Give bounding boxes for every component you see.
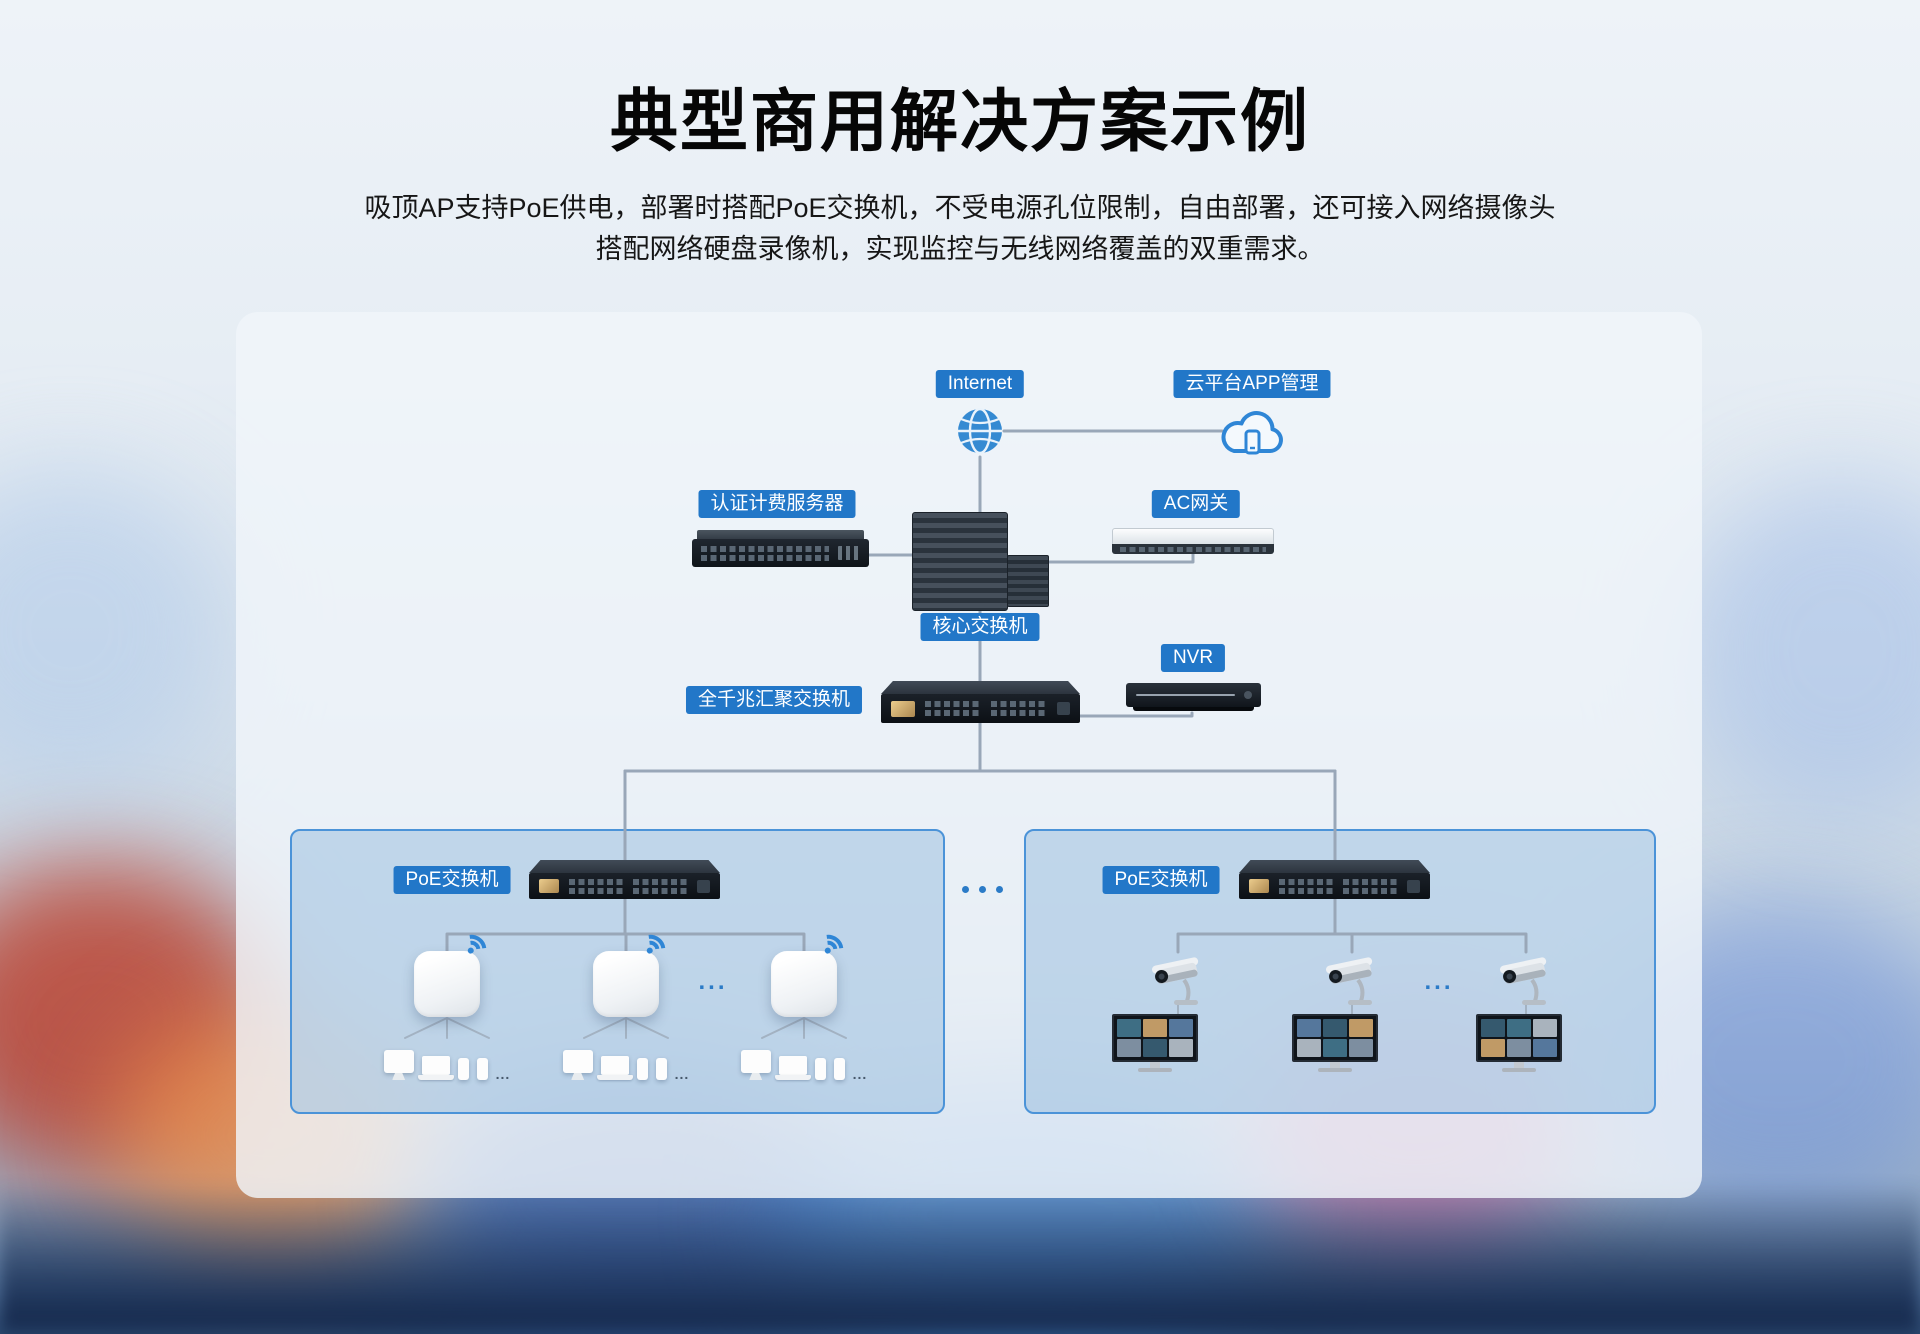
monitor-screen — [1476, 1014, 1562, 1062]
device-front-face — [1239, 873, 1430, 899]
client-ellipsis: ... — [495, 1066, 511, 1082]
cloud-app-icon — [1221, 411, 1283, 455]
diagram-panel: Internet 云平台APP管理 认证计费服务器 AC网关 核心交换机 NVR… — [236, 312, 1702, 1198]
internet-globe-icon — [958, 407, 1002, 455]
device-front-face — [1112, 544, 1274, 554]
page-title: 典型商用解决方案示例 — [609, 84, 1310, 160]
sfp-port — [1407, 879, 1420, 893]
monitor-base — [1138, 1068, 1172, 1072]
nvr-device — [1126, 683, 1261, 713]
label-core-switch: 核心交换机 — [920, 613, 1040, 641]
poe-switch-device-left — [529, 860, 720, 899]
device-top-face — [529, 860, 720, 873]
client-monitor-icon — [383, 1050, 414, 1073]
core-switch-device — [912, 512, 1049, 611]
camera-ellipsis-dots: ... — [1424, 968, 1454, 995]
device-top-face — [881, 681, 1080, 694]
brand-accent — [1249, 879, 1269, 893]
device-top-face — [1112, 528, 1274, 544]
client-devices-group-1: ... — [359, 1036, 535, 1082]
monitor-base — [1502, 1068, 1536, 1072]
ceiling-ap-3 — [771, 928, 850, 1017]
sfp-port — [1057, 702, 1070, 715]
ip-camera-2 — [1326, 957, 1373, 1005]
background-skyline-band — [0, 1184, 1920, 1334]
client-ellipsis: ... — [852, 1066, 868, 1082]
monitor-screen — [1112, 1014, 1198, 1062]
device-top-face — [697, 530, 864, 539]
client-phone-icon — [457, 1058, 469, 1080]
label-ac-gateway: AC网关 — [1151, 490, 1241, 518]
client-phone-icon — [476, 1058, 488, 1080]
device-base — [1133, 707, 1254, 711]
client-ellipsis: ... — [674, 1066, 690, 1082]
client-phone-icon — [814, 1058, 826, 1080]
background-blur-blob — [0, 470, 230, 790]
client-devices-group-2: ... — [538, 1036, 714, 1082]
label-cloud-app: 云平台APP管理 — [1173, 370, 1331, 398]
ip-camera-3 — [1500, 957, 1547, 1005]
monitor-stand — [1150, 1062, 1160, 1068]
brand-accent — [539, 879, 559, 893]
device-front-face — [1126, 683, 1261, 707]
label-internet: Internet — [935, 370, 1025, 398]
sfp-port — [697, 879, 710, 893]
client-phone-icon — [833, 1058, 845, 1080]
surveillance-monitor-3 — [1474, 1014, 1564, 1078]
client-monitor-icon — [740, 1050, 771, 1073]
client-laptop-icon — [596, 1056, 633, 1080]
ceiling-ap-2 — [593, 928, 672, 1017]
subtitle-line-1: 吸顶AP支持PoE供电，部署时搭配PoE交换机，不受电源孔位限制，自由部署，还可… — [364, 193, 1556, 223]
label-aggregation-switch: 全千兆汇聚交换机 — [685, 686, 863, 714]
device-front-face — [881, 694, 1080, 723]
brand-accent — [891, 700, 915, 717]
client-phone-icon — [636, 1058, 648, 1080]
ap-ellipsis-dots: ... — [698, 968, 728, 995]
background-blur-blob — [1680, 480, 1920, 820]
page-subtitle: 吸顶AP支持PoE供电，部署时搭配PoE交换机，不受电源孔位限制，自由部署，还可… — [0, 188, 1920, 270]
device-front-face — [692, 539, 869, 567]
client-devices-group-3: ... — [716, 1036, 892, 1082]
monitor-base — [1318, 1068, 1352, 1072]
label-poe-switch-left: PoE交换机 — [393, 866, 511, 894]
surveillance-monitor-2 — [1290, 1014, 1380, 1078]
client-phone-icon — [655, 1058, 667, 1080]
client-monitor-icon — [562, 1050, 593, 1073]
surveillance-monitor-1 — [1110, 1014, 1200, 1078]
label-nvr: NVR — [1160, 644, 1226, 672]
led-indicators — [838, 546, 860, 560]
monitor-stand — [1330, 1062, 1340, 1068]
label-auth-server: 认证计费服务器 — [698, 490, 856, 518]
ceiling-ap-1 — [414, 928, 493, 1017]
port-rows — [701, 545, 829, 561]
client-laptop-icon — [417, 1056, 454, 1080]
label-poe-switch-right: PoE交换机 — [1102, 866, 1220, 894]
chassis-main — [912, 512, 1008, 611]
chassis-module — [1007, 555, 1049, 607]
device-front-face — [529, 873, 720, 899]
client-laptop-icon — [774, 1056, 811, 1080]
separator-dots — [962, 886, 1003, 893]
device-top-face — [1239, 860, 1430, 873]
monitor-screen — [1292, 1014, 1378, 1062]
aggregation-switch-device — [881, 681, 1080, 723]
auth-server-device — [692, 530, 869, 567]
poe-switch-device-right — [1239, 860, 1430, 899]
ac-gateway-device — [1112, 528, 1274, 554]
subtitle-line-2: 搭配网络硬盘录像机，实现监控与无线网络覆盖的双重需求。 — [595, 234, 1325, 264]
ip-camera-1 — [1152, 957, 1199, 1005]
monitor-stand — [1514, 1062, 1524, 1068]
